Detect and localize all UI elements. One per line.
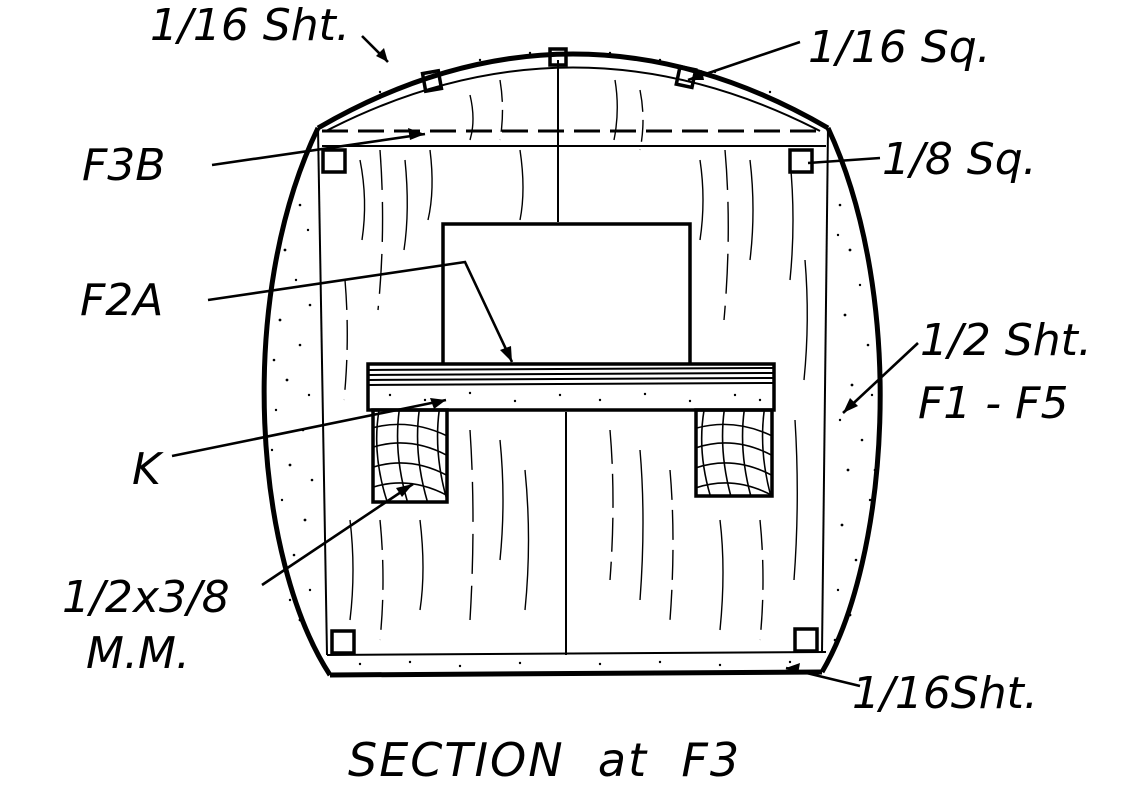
label-side-sheet: 1/2 Sht. <box>920 315 1092 366</box>
label-f3b: F3B <box>82 140 166 191</box>
stringers <box>321 47 819 655</box>
fuselage-outline <box>261 51 883 678</box>
motor-mount-left <box>371 408 449 504</box>
label-top-sheet: 1/16 Sht. <box>150 0 350 51</box>
label-side-sheet-range: F1 - F5 <box>918 378 1068 429</box>
sheet-stipple <box>270 51 877 668</box>
label-bottom-sheet: 1/16Sht. <box>852 668 1038 719</box>
label-mount-material: M.M. <box>86 628 190 679</box>
diagram-title: SECTION at F3 <box>348 733 741 787</box>
center-joint <box>557 60 567 655</box>
leader-lines <box>171 35 919 688</box>
cross-plank <box>366 362 776 412</box>
motor-mount-right <box>694 408 774 498</box>
hatch-box <box>441 222 692 365</box>
label-corner-square: 1/8 Sq. <box>882 134 1037 185</box>
label-top-square: 1/16 Sq. <box>808 22 991 73</box>
label-f2a: F2A <box>80 275 163 326</box>
former-wood-grain <box>343 79 808 641</box>
label-mount-size: 1/2x3/8 <box>62 572 230 623</box>
label-k: K <box>132 444 164 495</box>
